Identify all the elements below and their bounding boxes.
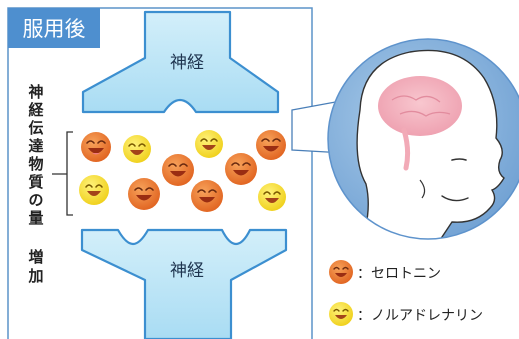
side-label-char-5: 質 (28, 173, 43, 191)
legend-label-noradrenaline: ：ノルアドレナリン (357, 308, 483, 324)
neuron-top: 神経 (81, 10, 280, 114)
side-label-bracket (52, 131, 73, 216)
neuron-bottom-shape (80, 228, 288, 339)
serotonin-molecule (225, 153, 257, 185)
header-background (8, 8, 100, 48)
serotonin-molecule (128, 178, 160, 210)
serotonin-molecule (256, 130, 286, 160)
neuron-top-label: 神経 (170, 53, 204, 73)
side-label-char-1: 経 (28, 101, 44, 119)
header-title: 服用後 (23, 17, 86, 41)
smile (441, 195, 469, 202)
noradrenaline-molecule (258, 183, 286, 211)
noradrenaline-molecule (195, 130, 223, 158)
side-label-char-8: 増 (28, 248, 43, 266)
legend-item-serotonin: ：セロトニン (329, 260, 441, 284)
noradrenaline-molecule (79, 175, 109, 205)
head-illustration (327, 38, 519, 240)
legend-swatch-noradrenaline (329, 302, 353, 326)
legend-label-serotonin: ：セロトニン (357, 266, 441, 282)
brain-folds (391, 95, 451, 117)
side-label-char-9: 加 (27, 267, 43, 285)
neuron-top-shape (81, 10, 280, 114)
neuron-bottom-label: 神経 (170, 261, 204, 281)
molecule-cluster (79, 130, 286, 212)
header-tab: 服用後 (8, 8, 100, 48)
side-label-char-4: 物 (28, 155, 43, 173)
serotonin-molecule (81, 132, 111, 162)
side-label: 神 経 伝 達 物 質 の 量 増 加 (27, 83, 44, 285)
serotonin-molecule (162, 154, 194, 186)
legend-item-noradrenaline: ：ノルアドレナリン (329, 302, 483, 326)
noradrenaline-molecule (123, 135, 151, 163)
head-circle-outline (327, 38, 519, 240)
serotonin-molecule (191, 180, 223, 212)
ear (419, 179, 426, 199)
legend: ：セロトニン ：ノルアドレナリン (329, 260, 483, 326)
side-label-char-3: 達 (28, 137, 43, 155)
panel-frame (7, 7, 313, 339)
brain-stem (401, 127, 411, 171)
neuron-bottom: 神経 (80, 228, 288, 339)
side-label-char-6: の (28, 191, 43, 209)
legend-swatch-serotonin (329, 260, 353, 284)
brain-shape (378, 76, 462, 136)
side-label-char-7: 量 (28, 209, 43, 227)
side-label-char-0: 神 (28, 83, 43, 101)
closed-eye (451, 158, 467, 161)
side-label-char-2: 伝 (28, 119, 43, 137)
